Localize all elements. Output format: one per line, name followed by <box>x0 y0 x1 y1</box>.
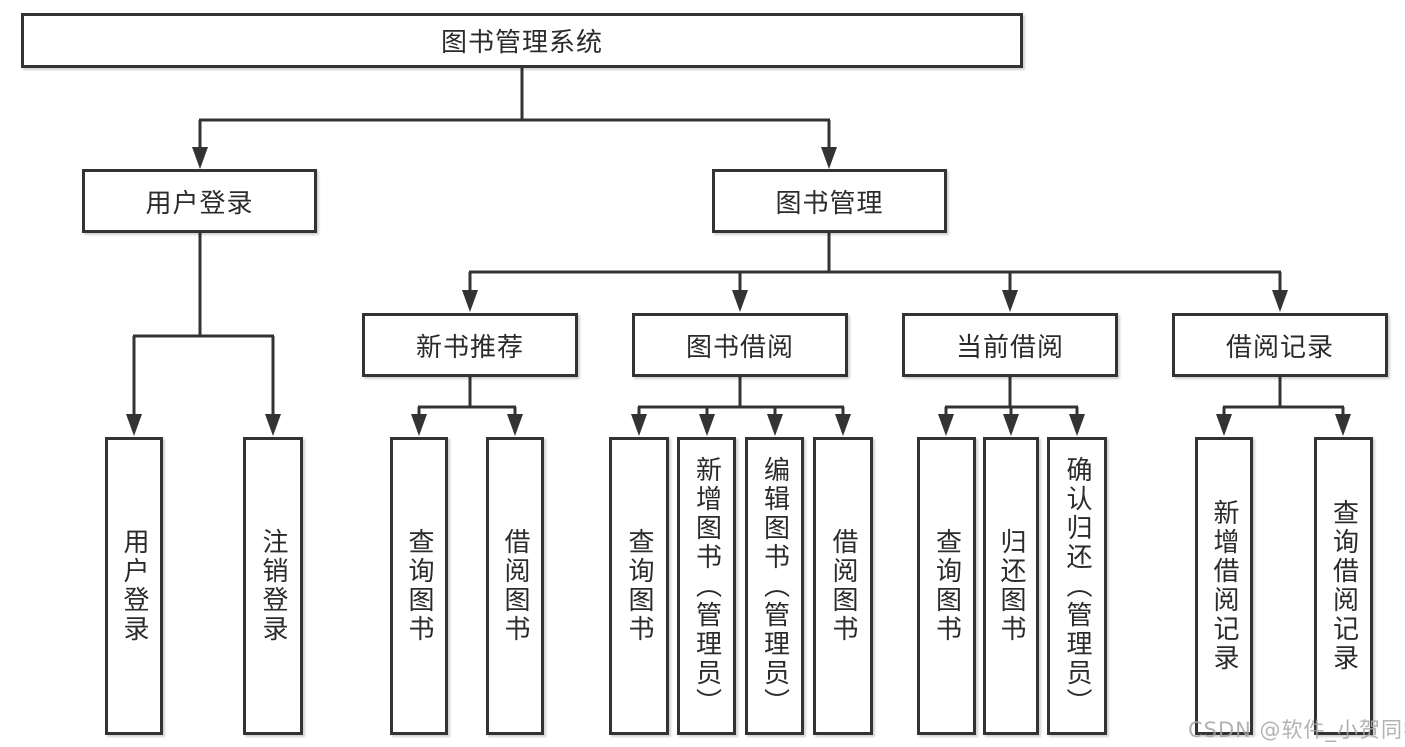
leaf-cb-query-book: 查询图书 <box>917 437 976 735</box>
connector-user-login-split <box>132 233 275 417</box>
arrow-down-icon <box>265 414 281 436</box>
arrow-down-icon <box>126 414 142 436</box>
group-book-borrow: 图书借阅 <box>632 313 848 377</box>
arrow-down-icon <box>1002 290 1018 312</box>
arrow-down-icon <box>1335 414 1351 436</box>
connector-lines <box>132 68 1345 418</box>
leaf-br-query-record: 查询借阅记录 <box>1314 437 1373 735</box>
leaf-user-login: 用户登录 <box>105 437 163 735</box>
group-new-book-recommend: 新书推荐 <box>362 313 578 377</box>
arrow-down-icon <box>462 290 478 312</box>
arrow-down-icon <box>835 414 851 436</box>
connector-arrowheads <box>126 147 1351 436</box>
connector-root-to-level2 <box>198 68 831 149</box>
leaf-bb-add-book-admin: 新增图书（管理员） <box>677 437 736 735</box>
connector-borrow-record-split <box>1222 377 1345 418</box>
leaf-bb-borrow-book: 借阅图书 <box>813 437 873 735</box>
branch-book-management: 图书管理 <box>712 169 947 233</box>
arrow-down-icon <box>699 414 715 436</box>
arrow-down-icon <box>732 290 748 312</box>
leaf-cb-return-book: 归还图书 <box>983 437 1039 735</box>
leaf-nbr-query-book: 查询图书 <box>390 437 448 735</box>
arrow-down-icon <box>411 414 427 436</box>
arrow-down-icon <box>767 414 783 436</box>
root-node: 图书管理系统 <box>21 13 1023 68</box>
leaf-logout: 注销登录 <box>243 437 303 735</box>
arrow-down-icon <box>821 147 837 169</box>
leaf-cb-confirm-return-admin: 确认归还（管理员） <box>1047 437 1107 735</box>
leaf-br-add-record: 新增借阅记录 <box>1195 437 1253 735</box>
watermark: CSDN @软件_小贺同学 <box>1188 718 1405 742</box>
leaf-bb-query-book: 查询图书 <box>609 437 669 735</box>
leaf-bb-edit-book-admin: 编辑图书（管理员） <box>745 437 804 735</box>
connector-new-book-split <box>417 377 517 418</box>
arrow-down-icon <box>192 147 208 169</box>
arrow-down-icon <box>631 414 647 436</box>
arrow-down-icon <box>507 414 523 436</box>
arrow-down-icon <box>1069 414 1085 436</box>
branch-user-login: 用户登录 <box>82 169 317 233</box>
arrow-down-icon <box>938 414 954 436</box>
group-borrow-record: 借阅记录 <box>1172 313 1388 377</box>
group-current-borrow: 当前借阅 <box>902 313 1118 377</box>
connector-book-borrow-split <box>637 377 845 418</box>
leaf-nbr-borrow-book: 借阅图书 <box>486 437 544 735</box>
arrow-down-icon <box>1272 290 1288 312</box>
arrow-down-icon <box>1216 414 1232 436</box>
connector-current-borrow-split <box>944 377 1079 418</box>
arrow-down-icon <box>1003 414 1019 436</box>
connector-book-mgmt-split <box>468 233 1282 293</box>
